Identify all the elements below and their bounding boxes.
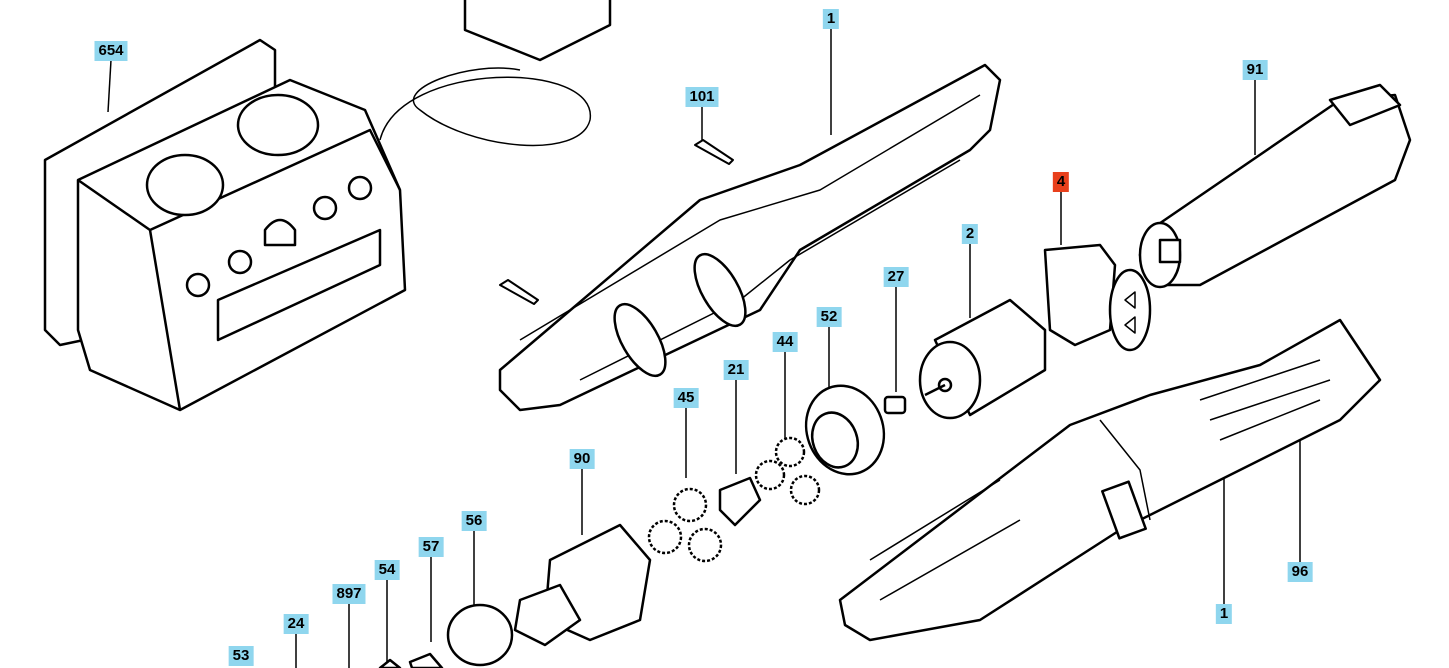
gear-housing-drawing xyxy=(513,523,652,647)
callout-91[interactable]: 91 xyxy=(1242,60,1268,80)
callout-654[interactable]: 654 xyxy=(94,41,128,61)
callout-56[interactable]: 56 xyxy=(461,511,487,531)
callout-96[interactable]: 96 xyxy=(1287,562,1313,582)
callout-57[interactable]: 57 xyxy=(418,537,444,557)
battery-drawing xyxy=(1138,83,1412,289)
planet-gears-drawing xyxy=(647,436,821,563)
motor-drawing xyxy=(918,298,1047,420)
screws-drawing xyxy=(499,139,734,305)
callout-52[interactable]: 52 xyxy=(816,307,842,327)
callout-4-highlighted[interactable]: 4 xyxy=(1052,172,1070,192)
callout-54[interactable]: 54 xyxy=(374,560,400,580)
switch-drawing xyxy=(1043,243,1152,352)
callout-90[interactable]: 90 xyxy=(569,449,595,469)
callout-2[interactable]: 2 xyxy=(961,224,979,244)
small-parts-drawing xyxy=(378,652,444,668)
housing-half-drawing xyxy=(498,63,1002,412)
callout-897[interactable]: 897 xyxy=(332,584,366,604)
callout-53[interactable]: 53 xyxy=(228,646,254,666)
tool-body-drawing xyxy=(838,318,1382,642)
power-adapter-drawing xyxy=(379,0,612,147)
callout-1-housing[interactable]: 1 xyxy=(822,9,840,29)
callout-44[interactable]: 44 xyxy=(772,332,798,352)
callout-101[interactable]: 101 xyxy=(685,87,719,107)
callout-45[interactable]: 45 xyxy=(673,388,699,408)
charger-base-drawing xyxy=(43,38,407,412)
carrier-drawing xyxy=(718,476,762,527)
callout-1-body[interactable]: 1 xyxy=(1215,604,1233,624)
callout-24[interactable]: 24 xyxy=(283,614,309,634)
pinion-drawing xyxy=(883,395,907,415)
callout-21[interactable]: 21 xyxy=(723,360,749,380)
ring-gear-drawing xyxy=(804,384,886,476)
callout-27[interactable]: 27 xyxy=(883,267,909,287)
ring-nut-drawing xyxy=(446,603,514,667)
